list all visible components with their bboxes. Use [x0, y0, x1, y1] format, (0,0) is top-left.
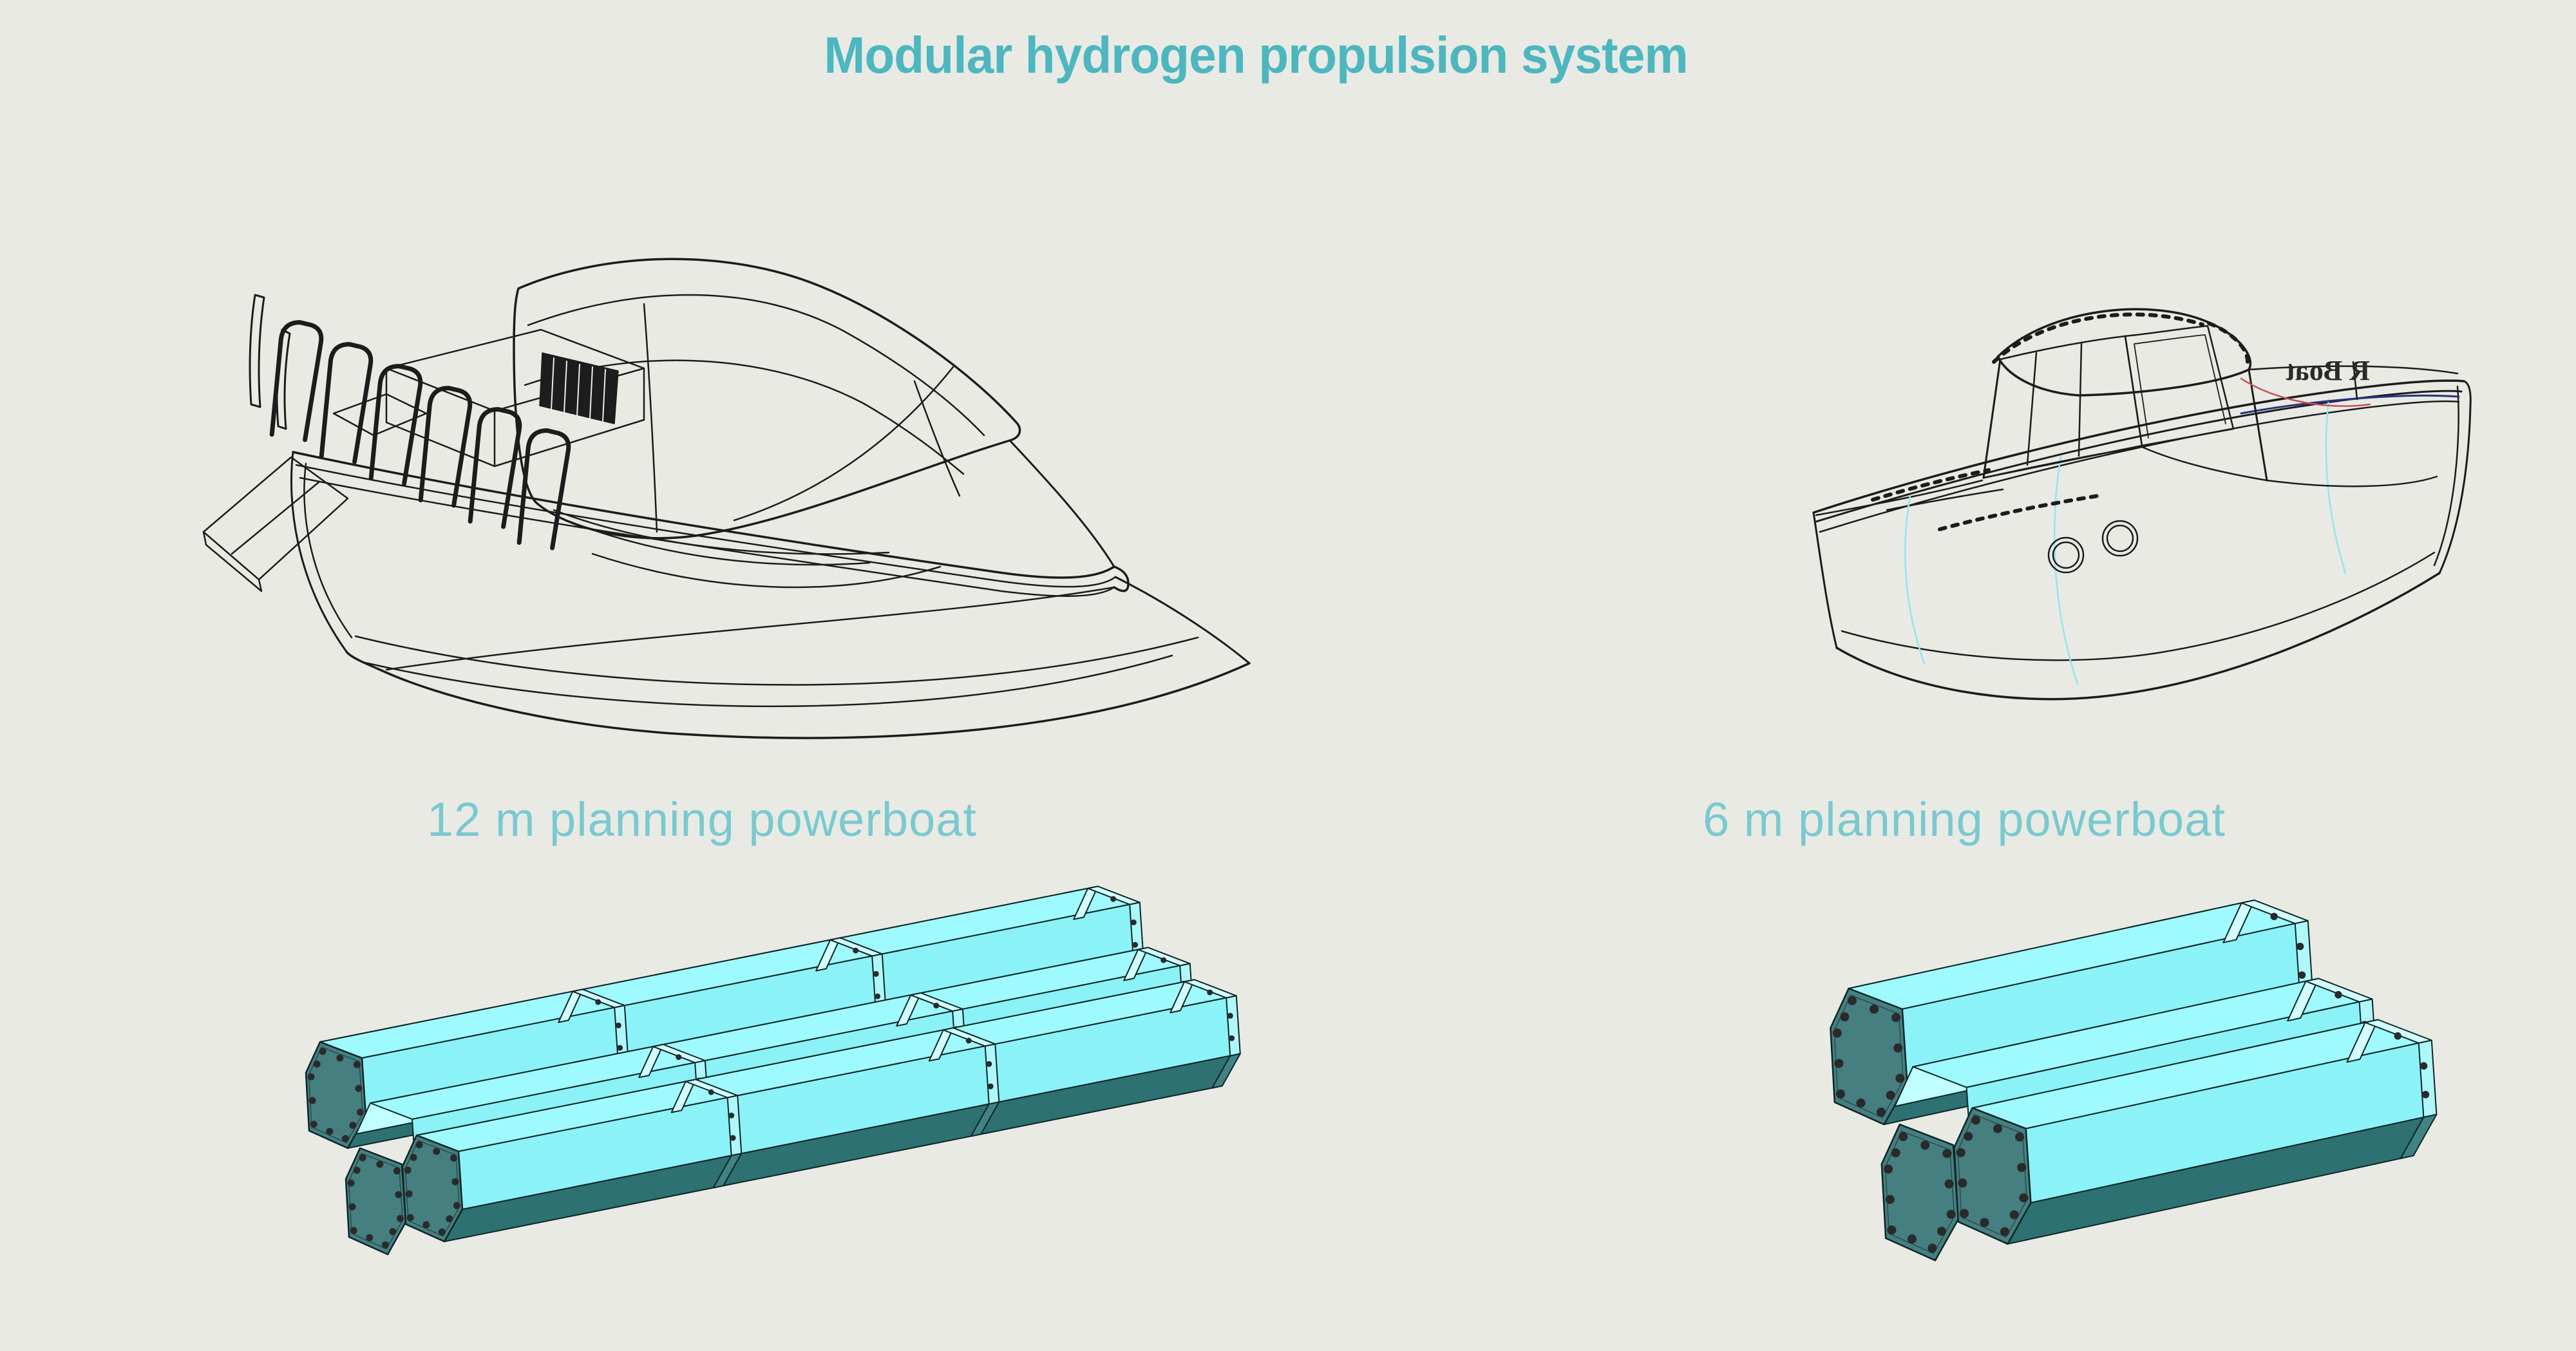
large-boat-stern-railing	[269, 320, 571, 551]
large-boat-cockpit	[553, 509, 942, 589]
cockpit-accent-line	[2240, 377, 2371, 407]
porthole	[2052, 541, 2080, 569]
roof-rail	[1992, 312, 2204, 364]
porthole	[2047, 536, 2085, 574]
page-title: Modular hydrogen propulsion system	[824, 26, 1688, 84]
cockpit-mast	[2352, 361, 2358, 401]
toe-rail	[1871, 468, 1991, 502]
sheer-accent-line	[2240, 394, 2460, 415]
large-boat-canopy	[513, 258, 1115, 568]
small-boat-label: 6 m planning powerboat	[1703, 793, 2226, 846]
small-boat-cabin	[1871, 308, 2268, 574]
small-boat-cockpit: R Boat	[2240, 355, 2459, 487]
roof-rail	[2207, 321, 2249, 369]
section-line	[1904, 495, 1926, 665]
large-boat-swim-platform	[202, 456, 349, 592]
porthole	[2106, 524, 2134, 553]
deck-marking: R Boat	[2286, 355, 2370, 386]
large-boat-label: 12 m planning powerboat	[426, 793, 978, 846]
large-boat-engine-box	[332, 328, 645, 468]
toe-rail	[1938, 494, 2100, 531]
large-boat-antennas	[249, 294, 291, 430]
porthole	[2101, 520, 2139, 557]
small-boat-hull	[1812, 379, 2472, 701]
large-boat-drawing	[202, 258, 1251, 739]
small-boat-drawing: R Boat	[1812, 308, 2472, 701]
